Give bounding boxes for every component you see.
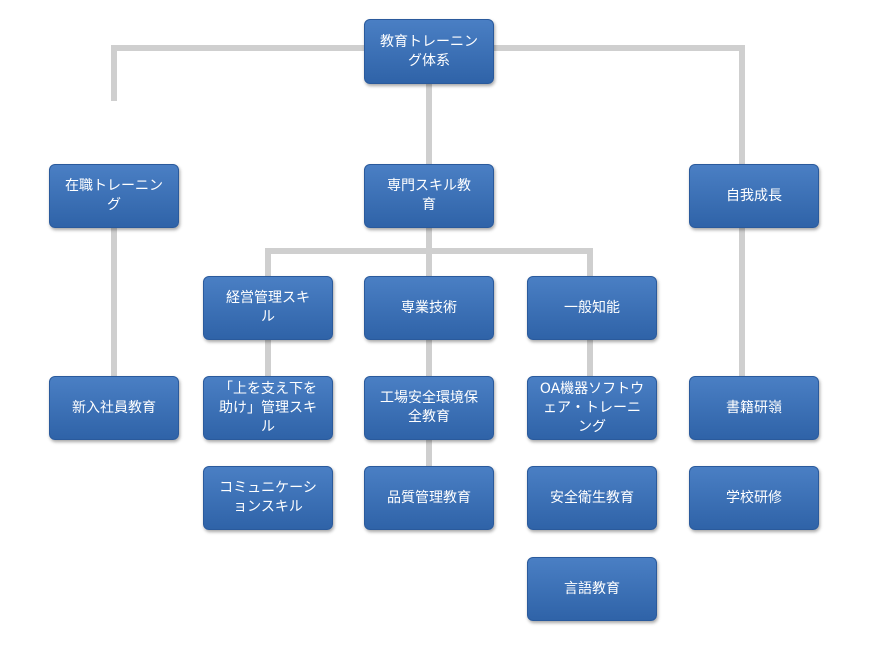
connector-root-self — [491, 45, 745, 168]
node-language-label: 言語教育 — [564, 580, 620, 597]
node-books-label: 書籍研嶺 — [726, 399, 782, 416]
node-oa: OA機器ソフトウェア・トレーニング — [527, 376, 657, 440]
node-ojt: 在職トレーニング — [49, 164, 179, 228]
node-specialist-label: 専門スキル教育 — [387, 178, 471, 213]
node-books: 書籍研嶺 — [689, 376, 819, 440]
node-school: 学校研修 — [689, 466, 819, 530]
node-language: 言語教育 — [527, 557, 657, 621]
node-specialist: 専門スキル教育 — [364, 164, 494, 228]
connector-root-ojt — [111, 45, 367, 101]
node-support-label: 「上を支え下を助け」管理スキル — [219, 380, 317, 435]
node-root: 教育トレーニング体系 — [364, 19, 494, 84]
node-mgmt-label: 経営管理スキル — [226, 290, 310, 325]
node-general-label: 一般知能 — [564, 299, 620, 316]
node-quality-label: 品質管理教育 — [387, 489, 471, 506]
node-newhire: 新入社員教育 — [49, 376, 179, 440]
node-comm-label: コミュニケーションスキル — [219, 480, 317, 515]
node-safety-label: 安全衛生教育 — [550, 489, 634, 506]
node-safety: 安全衛生教育 — [527, 466, 657, 530]
node-newhire-label: 新入社員教育 — [72, 399, 156, 416]
node-school-label: 学校研修 — [726, 489, 782, 506]
node-mgmt: 経営管理スキル — [203, 276, 333, 340]
node-factory: 工場安全環境保全教育 — [364, 376, 494, 440]
node-tech-label: 専業技術 — [401, 299, 457, 316]
node-general: 一般知能 — [527, 276, 657, 340]
node-oa-label: OA機器ソフトウェア・トレーニング — [539, 380, 645, 435]
node-factory-label: 工場安全環境保全教育 — [380, 390, 478, 425]
node-root-label: 教育トレーニング体系 — [380, 33, 478, 69]
node-quality: 品質管理教育 — [364, 466, 494, 530]
node-support: 「上を支え下を助け」管理スキル — [203, 376, 333, 440]
node-self-label: 自我成長 — [726, 187, 782, 204]
node-ojt-label: 在職トレーニング — [65, 178, 163, 213]
node-comm: コミュニケーションスキル — [203, 466, 333, 530]
node-self: 自我成長 — [689, 164, 819, 228]
node-tech: 専業技術 — [364, 276, 494, 340]
